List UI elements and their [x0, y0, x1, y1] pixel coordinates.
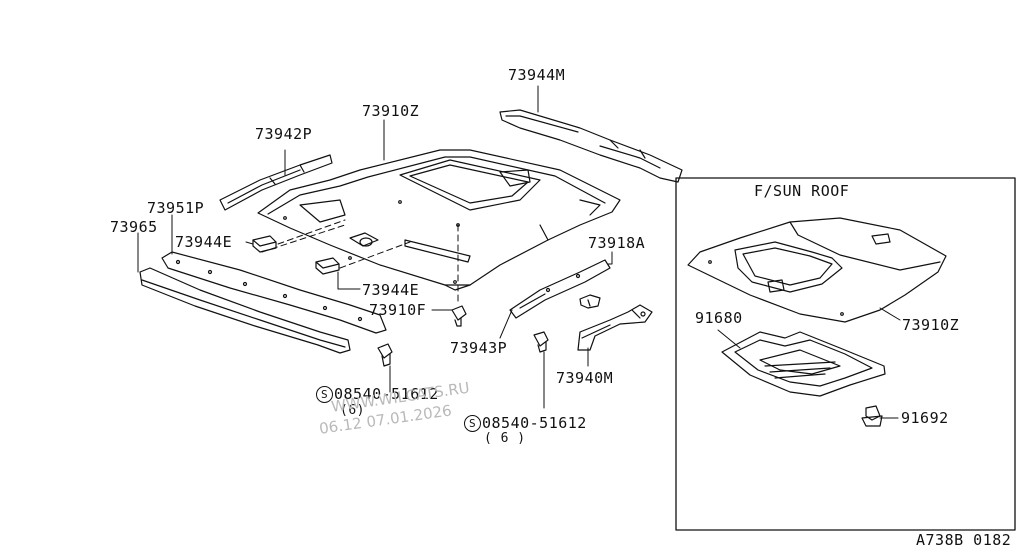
diagram-code: A738B 0182 [916, 531, 1012, 549]
bar-73965 [139, 267, 351, 354]
label-bolt-left-qty: (6) [340, 403, 365, 418]
sunroof-frame [675, 177, 1016, 531]
label-73918a: 73918A [588, 234, 646, 252]
leader-sunroof-73910z [879, 307, 901, 321]
sunroof-trim-91680 [721, 331, 886, 397]
s-mark-icon: S [316, 386, 333, 403]
label-73910z-sunroof: 73910Z [902, 316, 960, 334]
leader-73943p [499, 309, 513, 339]
label-bolt-right-qty: ( 6 ) [484, 431, 526, 446]
dash-line-3 [339, 241, 411, 269]
leader-91680 [717, 329, 741, 349]
label-91692: 91692 [901, 409, 949, 427]
sunroof-headlining-73910z [687, 217, 947, 323]
clip-91692 [861, 405, 883, 427]
bracket-73940m [577, 294, 653, 351]
dash-line-1 [277, 219, 346, 245]
trim-73918a [509, 259, 611, 319]
leader-73918a [607, 251, 613, 265]
label-73944e-upper: 73944E [175, 233, 233, 251]
label-73944m: 73944M [508, 66, 566, 84]
label-73965: 73965 [110, 218, 158, 236]
label-73910f: 73910F [369, 301, 427, 319]
screw-left [377, 343, 393, 367]
label-73951p: 73951P [147, 199, 205, 217]
clip-73944e-upper [252, 235, 277, 253]
leader-73944e-lower [337, 271, 361, 290]
clip-73910f [451, 305, 467, 327]
s-mark-icon: S [464, 415, 481, 432]
trim-73944m [499, 109, 683, 183]
label-73943p: 73943P [450, 339, 508, 357]
headlining-73910z [257, 149, 621, 291]
label-73944e-lower: 73944E [362, 281, 420, 299]
rail-73951p [161, 251, 387, 334]
clip-73944e-lower [315, 257, 340, 275]
label-73910z: 73910Z [362, 102, 420, 120]
leader-73944e-upper [245, 241, 254, 245]
trim-73942p [219, 154, 333, 211]
label-73940m: 73940M [556, 369, 614, 387]
label-73942p: 73942P [255, 125, 313, 143]
screw-right [533, 331, 549, 353]
bolt-left-number: 08540-51612 [334, 385, 439, 403]
label-91680: 91680 [695, 309, 743, 327]
dash-line-2 [261, 224, 346, 253]
bolt-right-number: 08540-51612 [482, 414, 587, 432]
sunroof-title: F/SUN ROOF [754, 182, 850, 200]
